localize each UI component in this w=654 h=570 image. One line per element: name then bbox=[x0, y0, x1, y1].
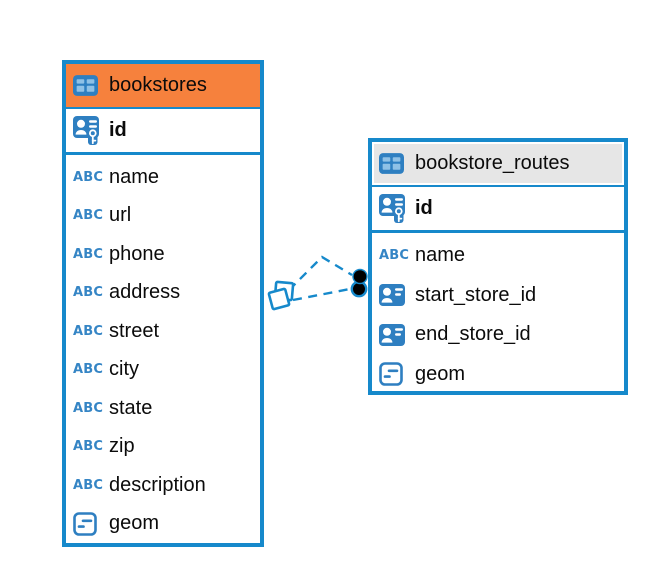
table-title: bookstores bbox=[109, 74, 207, 96]
text-type-icon: ABC bbox=[73, 208, 104, 224]
table-bookstore-routes-header[interactable]: bookstore_routes bbox=[372, 142, 624, 187]
column-name: geom bbox=[109, 512, 160, 535]
geometry-type-icon bbox=[379, 362, 409, 387]
table-bookstores-header[interactable]: bookstores bbox=[66, 64, 260, 109]
column-row[interactable]: end_store_id bbox=[372, 315, 624, 355]
column-name: description bbox=[109, 473, 206, 496]
stacked-squares-marker bbox=[267, 280, 295, 311]
column-row-pk[interactable]: id bbox=[66, 109, 260, 155]
column-name: id bbox=[109, 119, 127, 141]
table-bookstores-body: ABC name ABC url ABC phone ABC address A… bbox=[66, 155, 260, 543]
table-bookstore-routes-body: ABC name start_store_id bbox=[372, 233, 624, 394]
column-name: zip bbox=[109, 435, 135, 458]
text-type-icon: ABC bbox=[73, 477, 104, 493]
column-name: start_store_id bbox=[415, 283, 537, 306]
column-row[interactable]: geom bbox=[66, 505, 260, 544]
column-row[interactable]: start_store_id bbox=[372, 276, 624, 316]
column-name: url bbox=[109, 204, 132, 227]
relationship-line-1[interactable] bbox=[288, 255, 353, 291]
table-icon bbox=[379, 153, 409, 174]
column-row[interactable]: ABC address bbox=[66, 274, 260, 313]
reference-id-icon bbox=[379, 323, 409, 346]
column-name: geom bbox=[415, 362, 466, 385]
column-row[interactable]: ABC city bbox=[66, 351, 260, 390]
relationship-line-2[interactable] bbox=[292, 287, 351, 302]
text-type-icon: ABC bbox=[379, 248, 410, 264]
column-name: name bbox=[415, 244, 466, 267]
text-type-icon: ABC bbox=[73, 323, 104, 339]
column-row[interactable]: ABC name bbox=[66, 158, 260, 197]
text-type-icon: ABC bbox=[73, 169, 104, 185]
table-bookstores[interactable]: bookstores id ABC name ABC url bbox=[62, 60, 264, 547]
text-type-icon: ABC bbox=[73, 362, 104, 378]
column-name: end_store_id bbox=[415, 323, 531, 346]
column-row-pk[interactable]: id bbox=[372, 187, 624, 233]
column-row[interactable]: geom bbox=[372, 355, 624, 395]
geometry-type-icon bbox=[73, 511, 103, 536]
column-row[interactable]: ABC zip bbox=[66, 428, 260, 467]
column-name: street bbox=[109, 319, 160, 342]
table-icon bbox=[73, 75, 103, 96]
column-name: phone bbox=[109, 242, 165, 265]
column-row[interactable]: ABC name bbox=[372, 236, 624, 276]
column-name: address bbox=[109, 281, 181, 304]
column-row[interactable]: ABC description bbox=[66, 466, 260, 505]
text-type-icon: ABC bbox=[73, 400, 104, 416]
column-row[interactable]: ABC phone bbox=[66, 235, 260, 274]
primary-key-icon bbox=[73, 115, 103, 146]
column-name: name bbox=[109, 165, 160, 188]
table-title: bookstore_routes bbox=[415, 152, 570, 174]
primary-key-icon bbox=[379, 193, 409, 224]
text-type-icon: ABC bbox=[73, 285, 104, 301]
dot-marker bbox=[350, 268, 368, 298]
column-row[interactable]: ABC street bbox=[66, 312, 260, 351]
column-row[interactable]: ABC url bbox=[66, 197, 260, 236]
text-type-icon: ABC bbox=[73, 439, 104, 455]
column-name: id bbox=[415, 197, 433, 219]
text-type-icon: ABC bbox=[73, 246, 104, 262]
table-bookstore-routes[interactable]: bookstore_routes id ABC name bbox=[368, 138, 628, 395]
column-row[interactable]: ABC state bbox=[66, 389, 260, 428]
reference-id-icon bbox=[379, 284, 409, 307]
column-name: city bbox=[109, 358, 139, 381]
column-name: state bbox=[109, 396, 153, 419]
